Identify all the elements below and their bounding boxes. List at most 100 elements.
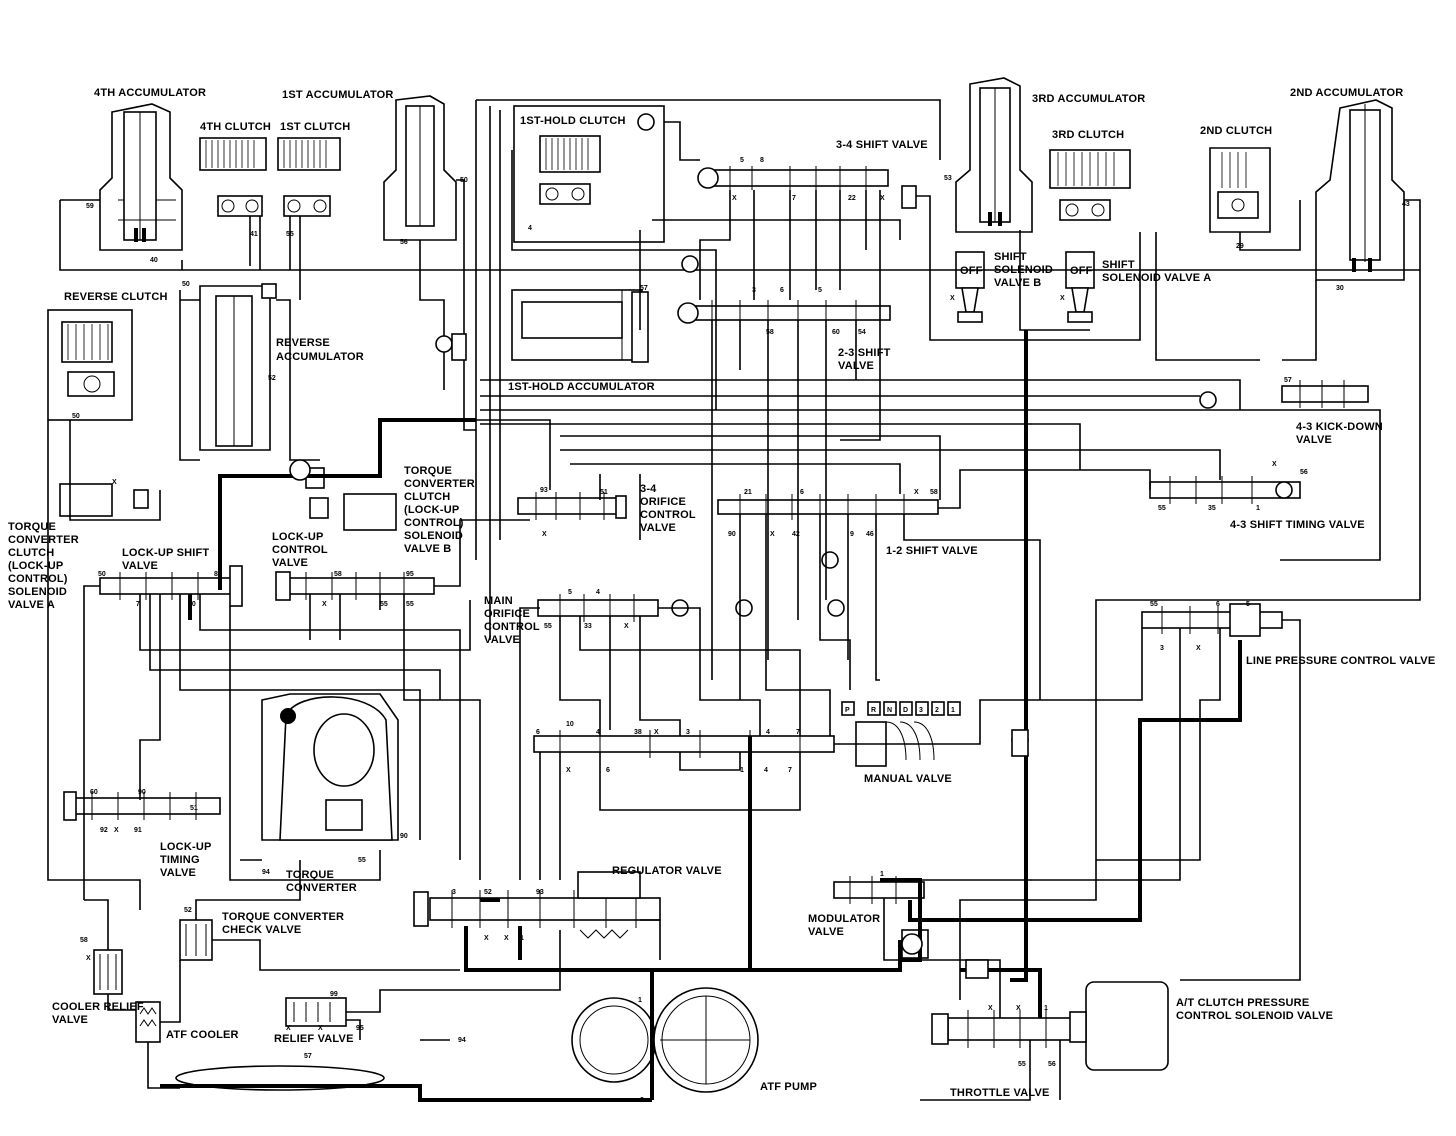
gear-position-indicator: P R N D 3 2 1	[841, 701, 961, 716]
port-label: 57	[304, 1053, 312, 1060]
label-lock-up-control-2: CONTROL	[272, 544, 328, 556]
port-label: X	[880, 195, 885, 202]
check-valves	[289, 255, 1029, 979]
4th-clutch	[199, 137, 267, 217]
3-4-orifice-control-valve	[517, 492, 627, 520]
port-label: 50	[72, 413, 80, 420]
label-reverse-clutch: REVERSE CLUTCH	[64, 291, 168, 303]
port-label: 51	[600, 489, 608, 496]
port-label: 7	[136, 601, 140, 608]
port-label: 38	[634, 729, 642, 736]
label-tcc-b-2: CONVERTER	[404, 478, 475, 490]
label-3-4-orifice-4: VALVE	[640, 522, 676, 534]
label-tcc-b-7: VALVE B	[404, 543, 451, 555]
label-throttle-valve: THROTTLE VALVE	[950, 1087, 1050, 1099]
port-label: 52	[184, 907, 192, 914]
port-label: 8	[760, 157, 764, 164]
line-pressure-lines	[160, 330, 1242, 1102]
port-label: X	[542, 531, 547, 538]
label-solenoid-a-1: SHIFT	[1102, 259, 1135, 271]
port-label: X	[318, 1025, 323, 1032]
port-label: 93	[536, 889, 544, 896]
port-label: 6	[780, 287, 784, 294]
label-solenoid-a-2: SOLENOID VALVE A	[1102, 272, 1211, 284]
label-tcc-a-6: SOLENOID	[8, 586, 67, 598]
label-lock-up-timing-3: VALVE	[160, 867, 196, 879]
port-label: 55	[544, 623, 552, 630]
port-label: 7	[792, 195, 796, 202]
label-cooler-relief-1: COOLER RELIEF	[52, 1001, 144, 1013]
port-label: 92	[100, 827, 108, 834]
main-orifice-control-valve	[537, 594, 753, 622]
port-label: 9	[850, 531, 854, 538]
label-tcc-a-4: (LOCK-UP	[8, 560, 63, 572]
cooler-relief-valve	[93, 949, 123, 995]
4-3-kick-down-valve	[1199, 380, 1369, 409]
hydraulic-lines	[47, 99, 1421, 1101]
port-label: 10	[566, 721, 574, 728]
port-label: 6	[1216, 601, 1220, 608]
label-solenoid-b-1: SHIFT	[994, 251, 1027, 263]
port-label: X	[504, 935, 509, 942]
port-label: X	[1060, 295, 1065, 302]
label-tcc-b-6: SOLENOID	[404, 530, 463, 542]
port-label: 55	[1158, 505, 1166, 512]
port-label: 1	[880, 871, 884, 878]
port-label: 1	[638, 997, 642, 1004]
port-label: 4	[528, 225, 532, 232]
label-tcc-b-1: TORQUE	[404, 465, 452, 477]
gear-d: D	[903, 707, 908, 714]
port-label: 60	[832, 329, 840, 336]
port-label: 30	[1336, 285, 1344, 292]
port-label: X	[732, 195, 737, 202]
port-label: X	[1016, 1005, 1021, 1012]
label-reverse-accumulator-2: ACCUMULATOR	[276, 351, 364, 363]
label-1st-hold-accumulator: 1ST-HOLD ACCUMULATOR	[508, 381, 655, 393]
label-3rd-accumulator: 3RD ACCUMULATOR	[1032, 93, 1145, 105]
shift-solenoid-valve-b	[955, 251, 985, 323]
port-label: 57	[640, 285, 648, 292]
label-lock-up-shift-valve-1: LOCK-UP SHIFT	[122, 547, 209, 559]
label-4-3-shift-timing-valve: 4-3 SHIFT TIMING VALVE	[1230, 519, 1365, 531]
port-label: 91	[134, 827, 142, 834]
gear-p: P	[845, 707, 850, 714]
label-relief-valve: RELIEF VALVE	[274, 1033, 354, 1045]
atf-cooler	[135, 1001, 161, 1043]
port-label: 4	[596, 729, 600, 736]
port-label: X	[1196, 645, 1201, 652]
component-labels: 4TH ACCUMULATOR 1ST ACCUMULATOR 4TH CLUT…	[8, 87, 1435, 1099]
port-label: 5	[740, 157, 744, 164]
port-label: X	[624, 623, 629, 630]
torque-converter-clutch-solenoid-valve-b	[305, 467, 397, 531]
lock-up-timing-valve	[63, 791, 221, 821]
port-label: 4	[764, 767, 768, 774]
port-label: X	[286, 1025, 291, 1032]
lock-up-control-valve	[275, 571, 435, 601]
port-label: 22	[848, 195, 856, 202]
port-label: 5	[1246, 601, 1250, 608]
port-label: 90	[728, 531, 736, 538]
port-label: 55	[358, 857, 366, 864]
label-solenoid-b-2: SOLENOID	[994, 264, 1053, 276]
port-label: 58	[766, 329, 774, 336]
reverse-accumulator	[199, 283, 277, 451]
port-label: 7	[796, 729, 800, 736]
atf-pump	[571, 987, 759, 1093]
port-label: 52	[268, 375, 276, 382]
label-2nd-clutch: 2ND CLUTCH	[1200, 125, 1272, 137]
port-label: 5	[568, 589, 572, 596]
port-numbers: 59 40 41 55 50 56 4 5 X 8 7 22 X 53 X X …	[72, 157, 1410, 1104]
port-label: 56	[1300, 469, 1308, 476]
port-label: 55	[286, 231, 294, 238]
label-tcc-a-2: CONVERTER	[8, 534, 79, 546]
gear-3: 3	[919, 707, 923, 714]
label-1st-hold-clutch: 1ST-HOLD CLUTCH	[520, 115, 626, 127]
lock-up-shift-valve	[99, 565, 243, 607]
label-atf-pump: ATF PUMP	[760, 1081, 817, 1093]
label-1-2-shift-valve: 1-2 SHIFT VALVE	[886, 545, 978, 557]
1st-hold-accumulator	[511, 289, 649, 363]
port-label: X	[1272, 461, 1277, 468]
label-kick-down-valve-2: VALVE	[1296, 434, 1332, 446]
label-kick-down-valve-1: 4-3 KICK-DOWN	[1296, 421, 1383, 433]
